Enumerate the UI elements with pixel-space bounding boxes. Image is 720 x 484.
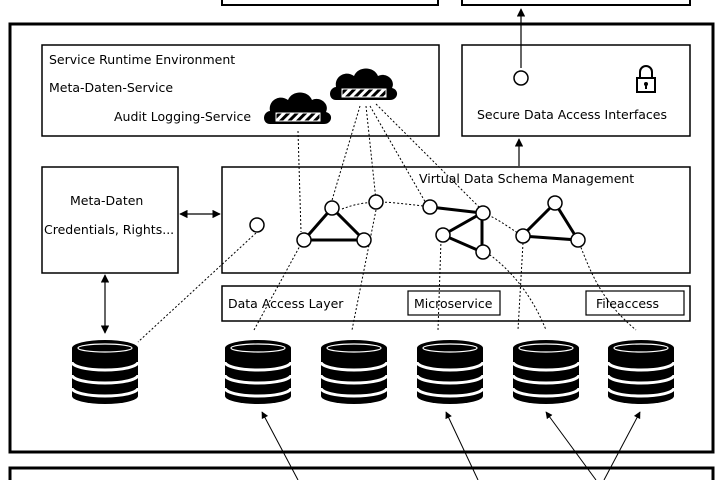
main-frame	[8, 22, 715, 454]
secure-box	[461, 44, 691, 137]
fileaccess-label: Fileaccess	[596, 296, 660, 311]
schema-nodes	[249, 194, 586, 260]
source-arrows	[261, 411, 641, 481]
dotted-links	[137, 103, 637, 343]
audit-service-label: Audit Logging-Service	[114, 109, 252, 124]
schema-title: Virtual Data Schema Management	[419, 171, 635, 186]
database-icon	[606, 338, 676, 406]
secure-node	[513, 70, 529, 86]
metadata-detail: Credentials, Rights...	[44, 222, 175, 237]
secure-label: Secure Data Access Interfaces	[477, 107, 668, 122]
database-icon	[415, 338, 485, 406]
metadata-title: Meta-Daten	[70, 193, 144, 208]
meta-service-label: Meta-Daten-Service	[49, 80, 174, 95]
top-box-left	[221, 0, 439, 6]
microservice-label: Microservice	[414, 296, 493, 311]
database-icon	[70, 338, 140, 406]
dal-title: Data Access Layer	[228, 296, 344, 311]
schema-graph	[300, 200, 581, 255]
metadata-box	[41, 166, 179, 274]
lock-icon	[636, 65, 656, 93]
microservice-box	[407, 290, 501, 316]
runtime-title: Service Runtime Environment	[49, 52, 236, 67]
database-icon	[223, 338, 293, 406]
top-box-right	[461, 0, 691, 6]
fileaccess-box	[585, 290, 685, 316]
database-icon	[319, 338, 389, 406]
database-icon	[511, 338, 581, 406]
